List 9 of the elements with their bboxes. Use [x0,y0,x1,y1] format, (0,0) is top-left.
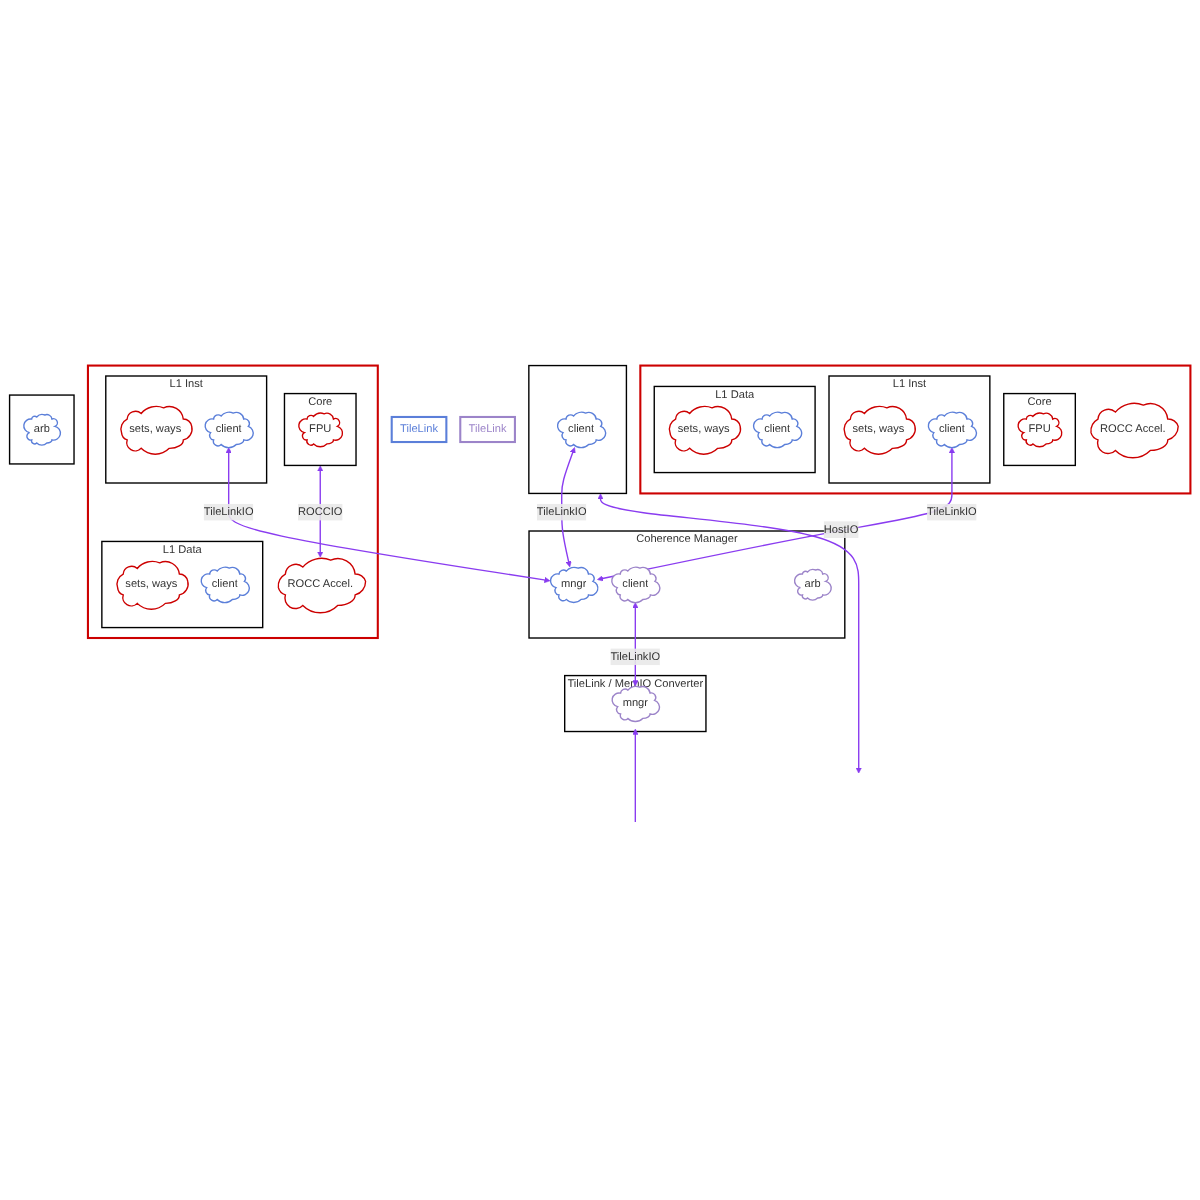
arrow [225,447,551,583]
arrow [597,493,862,774]
arrow [561,447,576,568]
cluster [639,364,1192,495]
arrow [632,728,639,823]
arrow [317,465,324,558]
cluster [86,364,379,640]
cluster [8,394,75,465]
cluster [528,364,628,495]
